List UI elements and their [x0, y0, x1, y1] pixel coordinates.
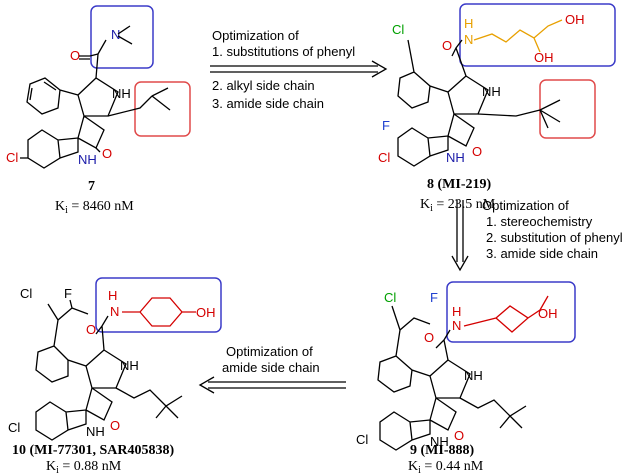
oxindole-nh: NH — [430, 434, 449, 449]
pyrrolidine-nh: NH — [482, 84, 501, 99]
oxindole-nh: NH — [446, 150, 465, 165]
compound-8-structure: Cl H N OH OH O NH F Cl O NH 8 (MI-219) K… — [378, 3, 616, 214]
compound-label: 9 (MI-888) — [410, 443, 474, 458]
compound-number: 7 — [88, 179, 95, 194]
arrow2-title: Optimization of — [482, 198, 569, 213]
compound-label: 10 (MI-77301, SAR405838) — [12, 443, 174, 458]
amide-oxygen: O — [70, 48, 80, 63]
amide-side-chain-box — [459, 3, 616, 67]
chlorine-atom: Cl — [20, 286, 32, 301]
arrow2-item-2: 2. substitution of phenyl — [486, 230, 623, 245]
pyrrolidine-nh: NH — [112, 86, 131, 101]
chlorine-atom-2: Cl — [8, 420, 20, 435]
amide-h: H — [452, 304, 461, 319]
arrow3-shape — [198, 376, 346, 394]
ki-label: Ki = 8460 nM — [55, 199, 134, 216]
amide-h: H — [108, 288, 117, 303]
oxindole-oxygen: O — [102, 146, 112, 161]
pyrrolidine-nh: NH — [464, 368, 483, 383]
amide-n: N — [110, 304, 119, 319]
hydroxyl: OH — [196, 305, 216, 320]
ki-label: Ki = 0.88 nM — [46, 459, 122, 473]
fluorine-atom: F — [382, 118, 390, 133]
chlorine-atom: Cl — [392, 22, 404, 37]
arrow2-shape — [451, 200, 469, 272]
compound-7-structure: N O NH O NH Cl 7 Ki = 8460 nM — [6, 5, 191, 216]
oxindole-oxygen: O — [110, 418, 120, 433]
pyrrolidine-nh: NH — [120, 358, 139, 373]
amide-nitrogen: N — [111, 27, 120, 42]
amide-h: H — [464, 16, 473, 31]
arrow2-item-3: 3. amide side chain — [486, 246, 598, 261]
arrow3-line1: Optimization of — [226, 344, 313, 359]
hydroxyl-2: OH — [534, 50, 554, 65]
amide-oxygen: O — [86, 322, 96, 337]
optimization-arrow-2: Optimization of 1. stereochemistry 2. su… — [451, 198, 623, 272]
fluorine-atom: F — [64, 286, 72, 301]
arrow1-item-1: 1. substitutions of phenyl — [212, 44, 355, 59]
chlorine-atom: Cl — [384, 290, 396, 305]
hydroxyl: OH — [538, 306, 558, 321]
amide-side-chain-box — [446, 281, 576, 343]
alkyl-highlight-box — [539, 79, 596, 139]
optimization-arrow-1: Optimization of 1. substitutions of phen… — [210, 28, 388, 111]
arrow1-title: Optimization of — [212, 28, 299, 43]
arrow1-item-2: 2. alkyl side chain — [212, 78, 315, 93]
ki-label: Ki = 23.5 nM — [420, 197, 496, 214]
oxindole-nh: NH — [78, 152, 97, 167]
fluorine-atom: F — [430, 290, 438, 305]
amide-highlight-box — [90, 5, 154, 69]
chlorine-atom-2: Cl — [356, 432, 368, 447]
amide-oxygen: O — [442, 38, 452, 53]
arrow1-item-3: 3. amide side chain — [212, 96, 324, 111]
chlorine-atom: Cl — [6, 150, 18, 165]
hydroxyl-1: OH — [565, 12, 585, 27]
compound-9-structure: Cl F H N OH O NH Cl O NH 9 (MI-888) Ki =… — [356, 281, 576, 473]
ki-label: Ki = 0.44 nM — [408, 459, 484, 473]
amide-n: N — [464, 32, 473, 47]
amide-oxygen: O — [424, 330, 434, 345]
amide-side-chain-box — [95, 277, 222, 333]
oxindole-oxygen: O — [472, 144, 482, 159]
chlorine-atom-2: Cl — [378, 150, 390, 165]
compound-10-structure: Cl F H N OH O NH Cl O NH 10 (MI-77301, S… — [8, 277, 222, 473]
amide-n: N — [452, 318, 461, 333]
compound-label: 8 (MI-219) — [427, 177, 491, 192]
oxindole-oxygen: O — [454, 428, 464, 443]
arrow2-item-1: 1. stereochemistry — [486, 214, 593, 229]
oxindole-nh: NH — [86, 424, 105, 439]
arrow3-line2: amide side chain — [222, 360, 320, 375]
arrow1-shape — [210, 60, 388, 78]
optimization-arrow-3: Optimization of amide side chain — [198, 344, 346, 394]
